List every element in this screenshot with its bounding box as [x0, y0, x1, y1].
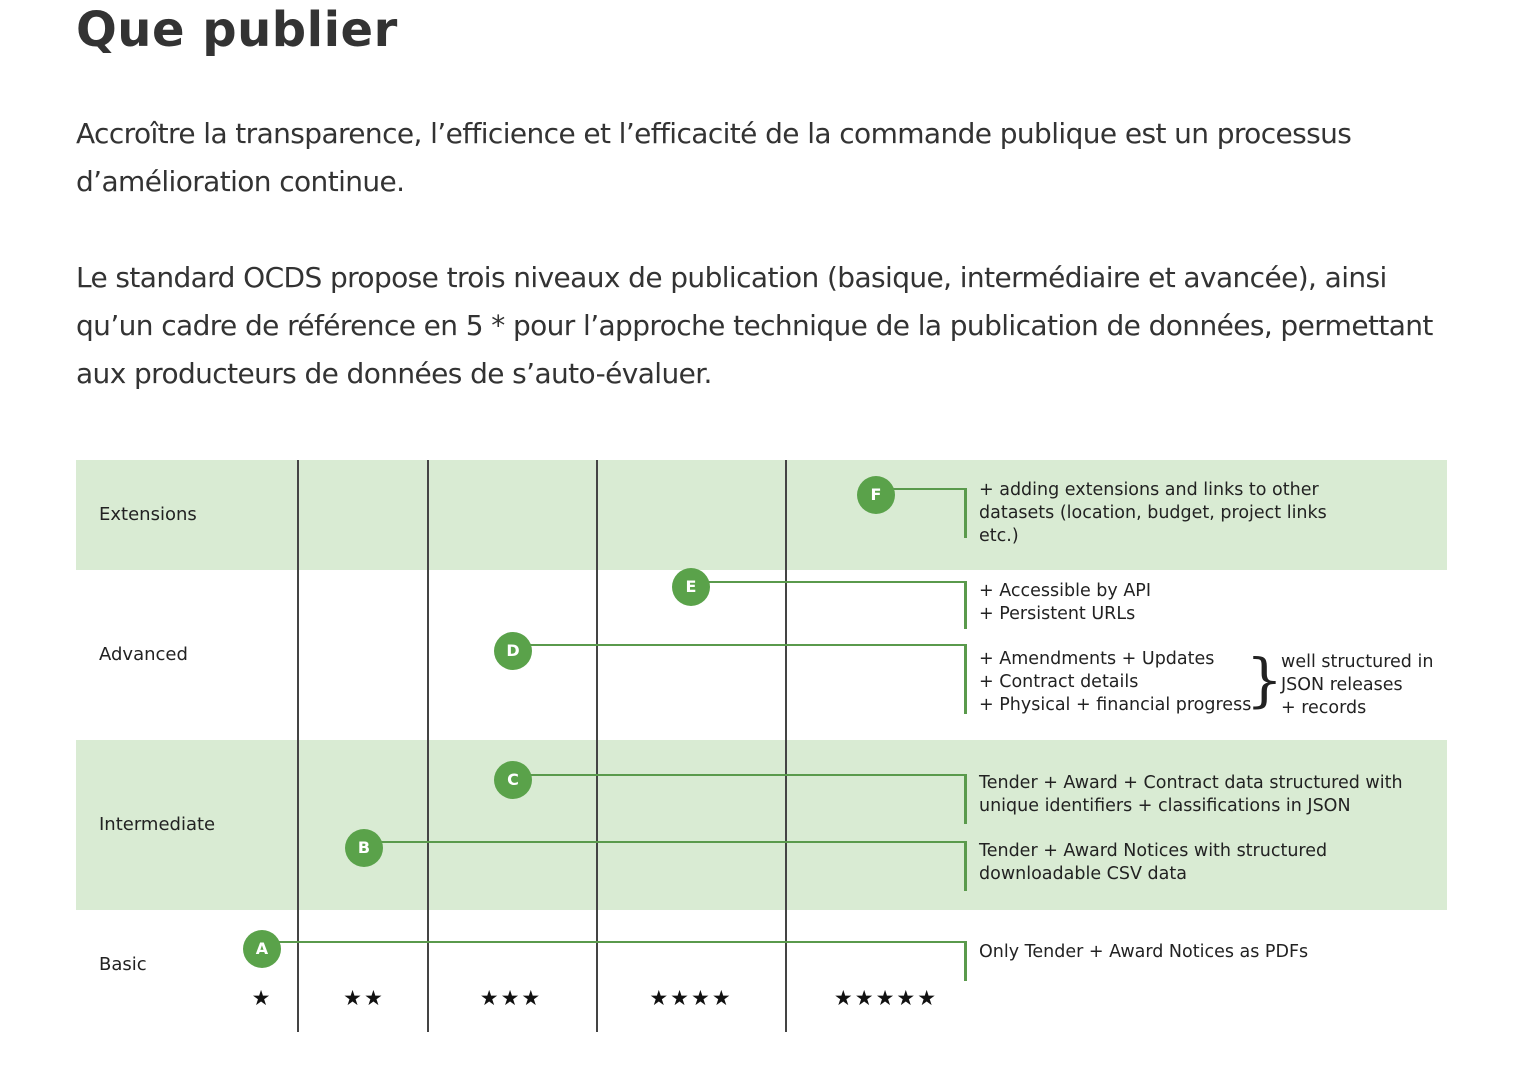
row-label-advanced: Advanced [99, 644, 188, 665]
step-c-marker: C [494, 761, 532, 799]
step-c-description: Tender + Award + Contract data structure… [979, 773, 1403, 816]
rating-2-stars: ★★ [343, 986, 385, 1010]
step-c-bracket [964, 774, 967, 824]
step-a-marker: A [243, 930, 281, 968]
intermediate-band [76, 740, 1447, 910]
step-d-marker: D [494, 632, 532, 670]
step-d-bracket [964, 644, 967, 714]
step-b-marker: B [345, 829, 383, 867]
step-e-marker: E [672, 568, 710, 606]
rating-3-stars: ★★★ [479, 986, 543, 1010]
column-divider [297, 460, 299, 1032]
curly-brace-icon: } [1246, 646, 1283, 714]
step-f-connector [874, 488, 966, 490]
step-f-marker: F [857, 476, 895, 514]
step-b-bracket [964, 841, 967, 891]
step-b-description: Tender + Award Notices with structured d… [979, 841, 1328, 884]
rating-1-star: ★ [251, 986, 273, 1010]
step-f-bracket [964, 488, 967, 538]
extensions-band [76, 460, 1447, 570]
row-label-basic: Basic [99, 954, 147, 975]
ocds-publication-levels-diagram: Extensions Advanced Intermediate Basic F… [76, 460, 1448, 1032]
intro-paragraph: Accroître la transparence, l’efficience … [76, 117, 1352, 198]
step-f-description: + adding extensions and links to other d… [979, 480, 1327, 546]
step-e-bracket [964, 581, 967, 629]
step-b-connector [363, 841, 966, 843]
page-title: Que publier [76, 2, 398, 58]
row-label-extensions: Extensions [99, 504, 197, 525]
step-d-note: well structured in JSON releases + recor… [1281, 652, 1434, 718]
step-d-connector [512, 644, 966, 646]
column-divider [596, 460, 598, 1032]
step-e-connector [690, 581, 966, 583]
row-label-intermediate: Intermediate [99, 814, 216, 835]
rating-5-stars: ★★★★★ [833, 986, 939, 1010]
step-c-connector [512, 774, 966, 776]
column-divider [427, 460, 429, 1032]
step-a-connector [262, 941, 966, 943]
step-e-description: + Accessible by API + Persistent URLs [979, 581, 1152, 624]
step-d-description: + Amendments + Updates + Contract detail… [979, 649, 1252, 715]
step-a-bracket [964, 941, 967, 981]
step-a-description: Only Tender + Award Notices as PDFs [979, 942, 1309, 962]
column-divider [785, 460, 787, 1032]
levels-paragraph: Le standard OCDS propose trois niveaux d… [76, 261, 1433, 390]
rating-4-stars: ★★★★ [649, 986, 733, 1010]
